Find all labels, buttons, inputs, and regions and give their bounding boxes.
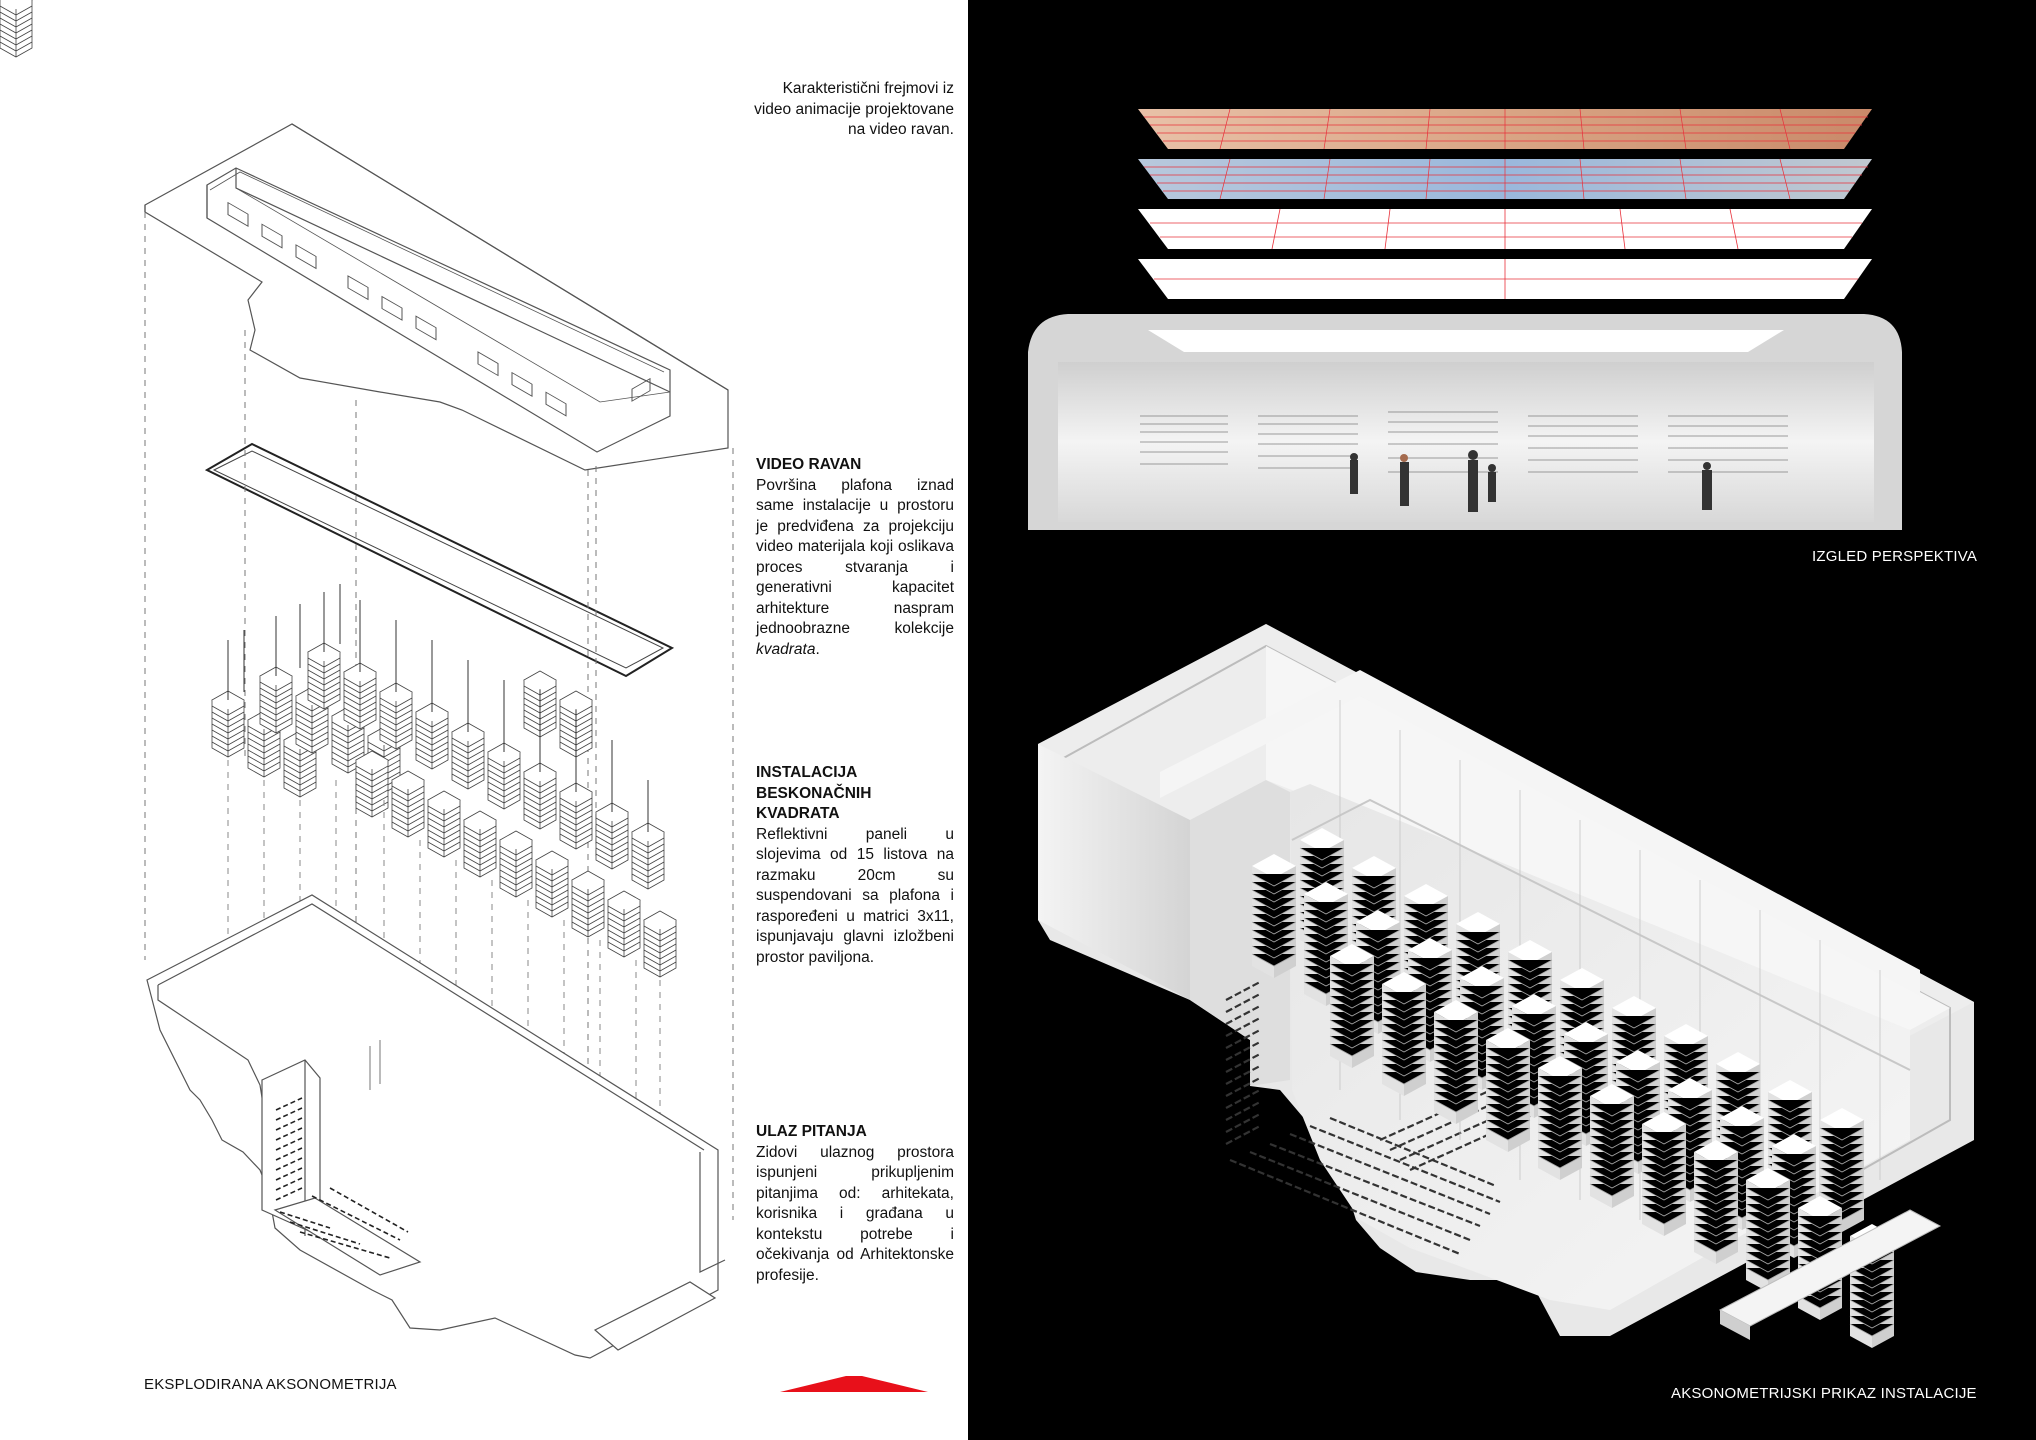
installation-stacks: [0, 0, 33, 58]
perspective-label: IZGLED PERSPEKTIVA: [1812, 548, 1978, 565]
entrance-title: ULAZ PITANJA: [756, 1123, 867, 1140]
axonometric-label: AKSONOMETRIJSKI PRIKAZ INSTALACIJE: [1671, 1385, 1977, 1402]
installation-text: Reflektivni paneli u slojevima od 15 lis…: [756, 825, 954, 966]
frames-caption-text: Karakteristični frejmovi iz video animac…: [754, 80, 954, 138]
entrance-text: Zidovi ulaznog prostora ispunjeni prikup…: [756, 1143, 954, 1284]
video-frames: [1138, 108, 1872, 299]
video-plane-emphasis: kvadrata: [756, 640, 816, 658]
installation-title-2: BESKONAČNIH: [756, 784, 872, 802]
frames-caption: Karakteristični frejmovi iz video animac…: [754, 79, 954, 141]
axo-question-walls: [1225, 981, 1531, 1256]
video-plane-end: .: [815, 640, 820, 658]
installation-title-3: KVADRATA: [756, 805, 840, 822]
exploded-axonometry-label: EKSPLODIRANA AKSONOMETRIJA: [144, 1376, 397, 1393]
red-triangle-icon: [780, 1376, 928, 1392]
video-plane-text: Površina plafona iznad same instalacije …: [756, 476, 954, 661]
ground-floor: [146, 894, 726, 1359]
video-plane-body: Površina plafona iznad same instalacije …: [756, 476, 954, 638]
suspension-rods: [227, 584, 649, 832]
visitors: [1350, 450, 1712, 512]
installation-block: INSTALACIJA BESKONAČNIH KVADRATA Reflekt…: [756, 763, 954, 968]
axonometric-render: [1038, 624, 1974, 1349]
installation-title-1: INSTALACIJA: [756, 764, 858, 781]
video-plane-title: VIDEO RAVAN: [756, 456, 862, 473]
frame-4: [1138, 259, 1872, 299]
perspective-render: [1028, 314, 1902, 530]
frame-2: [1138, 158, 1872, 200]
roof-layer: [144, 123, 729, 471]
question-walls: [275, 1097, 409, 1259]
video-plane: [204, 442, 675, 678]
perspective-panels: [1140, 411, 1788, 473]
frame-1: [1138, 108, 1872, 150]
entrance-block: ULAZ PITANJA Zidovi ulaznog prostora isp…: [756, 1122, 954, 1286]
exploded-axonometry-drawing: [0, 0, 928, 1392]
frame-3: [1138, 208, 1872, 250]
video-plane-block: VIDEO RAVAN Površina plafona iznad same …: [756, 455, 954, 660]
